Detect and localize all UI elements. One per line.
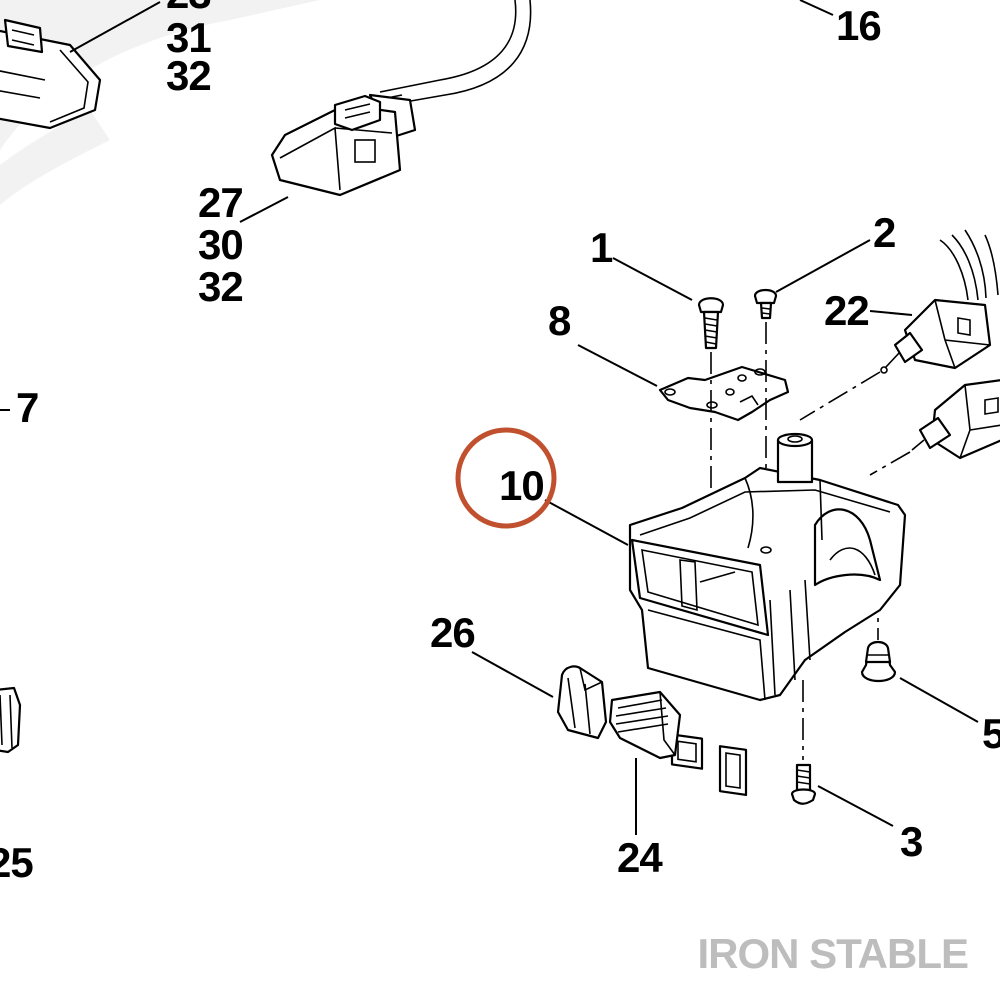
- callout-30: 30: [198, 221, 243, 268]
- callout-26: 26: [430, 609, 475, 656]
- callout-3: 3: [900, 818, 922, 865]
- background-sweep-lower: [0, 110, 110, 205]
- leader-8: [577, 344, 658, 387]
- callout-23: 23: [166, 0, 211, 17]
- callout-8: 8: [548, 297, 571, 344]
- switch-22-lower: [911, 379, 1000, 460]
- screw-2: [753, 288, 778, 320]
- leader-22: [869, 310, 913, 316]
- leader-23: [69, 1, 161, 53]
- watermark-text: IRON STABLE: [697, 930, 968, 977]
- callout-5: 5: [982, 710, 1000, 757]
- leader-1: [612, 257, 693, 301]
- screw-1: [697, 297, 725, 350]
- callout-32-top: 32: [166, 52, 211, 99]
- screw-3: [790, 763, 817, 805]
- leader-26: [471, 651, 554, 698]
- callout-2: 2: [873, 209, 895, 256]
- callout-25: 25: [0, 839, 33, 886]
- leader-2: [775, 239, 871, 293]
- callout-24: 24: [617, 834, 663, 881]
- callout-32-mid: 32: [198, 263, 243, 310]
- bracket-8: [658, 365, 790, 422]
- leader-3: [817, 785, 894, 827]
- harness-connector-27: [270, 0, 532, 197]
- callout-10: 10: [499, 462, 544, 509]
- plug-5: [860, 640, 897, 683]
- background-sweep: [0, 0, 320, 150]
- button-24: [608, 690, 682, 760]
- partial-part-left: [0, 686, 22, 754]
- leader-16: [799, 0, 834, 16]
- axis-switch-lower: [869, 451, 911, 476]
- axis-switch-upper: [799, 371, 881, 421]
- callout-31: 31: [166, 14, 211, 61]
- leader-10: [544, 499, 629, 546]
- callout-27: 27: [198, 179, 243, 226]
- leader-5: [899, 677, 979, 723]
- housing-10: [628, 432, 907, 796]
- switch-22-upper: [880, 229, 999, 374]
- callout-7: 7: [16, 384, 38, 431]
- button-26: [556, 665, 608, 740]
- leader-27: [239, 196, 289, 223]
- callout-22: 22: [824, 287, 869, 334]
- connector-top-left: [0, 18, 102, 130]
- highlight-circle: [455, 427, 557, 529]
- callout-1: 1: [590, 224, 613, 271]
- callout-16: 16: [836, 2, 881, 49]
